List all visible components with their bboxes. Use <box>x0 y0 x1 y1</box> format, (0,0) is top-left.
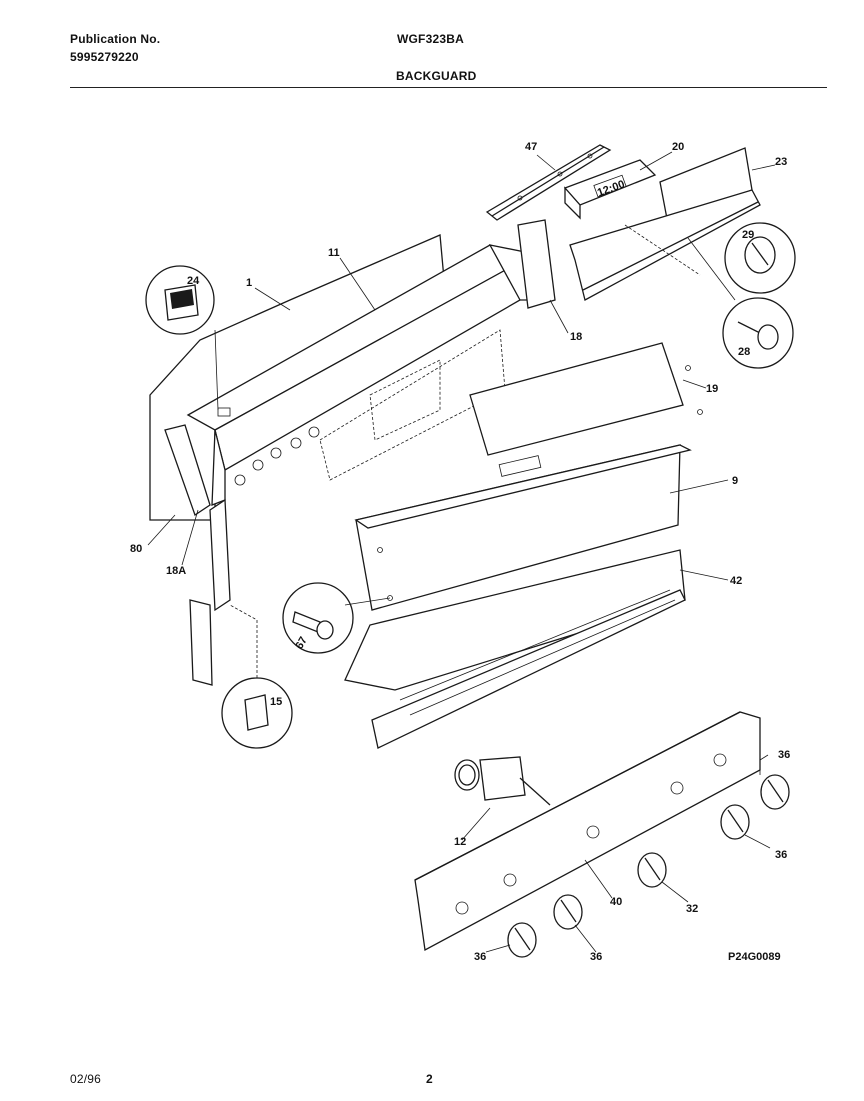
section-title: BACKGUARD <box>396 69 477 83</box>
callout-29-knob <box>724 222 796 294</box>
panel-19 <box>469 342 703 456</box>
label-36-bottom-left: 36 <box>474 951 486 963</box>
callout-67-screw <box>282 582 391 654</box>
label-67: 67 <box>293 635 310 652</box>
label-11: 11 <box>328 247 340 259</box>
endcap-18 <box>517 219 556 309</box>
knob-32 <box>637 852 667 888</box>
label-29: 29 <box>742 229 754 241</box>
label-80: 80 <box>130 543 142 555</box>
model-number: WGF323BA <box>397 32 464 46</box>
label-42: 42 <box>730 575 742 587</box>
header-rule <box>70 87 827 88</box>
publication-number: 5995279220 <box>70 50 139 64</box>
vent-trim-42 <box>344 549 686 749</box>
publication-label: Publication No. <box>70 32 161 46</box>
clock-20: 12:00 <box>563 159 657 220</box>
callout-28-screw <box>687 237 794 369</box>
control-backer-40 <box>414 711 761 952</box>
label-36-bottom-right: 36 <box>590 951 602 963</box>
label-18: 18 <box>570 331 582 343</box>
knob-36-a <box>760 774 790 810</box>
knob-36-d <box>507 922 537 958</box>
bracket-47 <box>485 144 612 221</box>
label-12: 12 <box>454 836 466 848</box>
callout-24-switch <box>145 265 219 411</box>
endcap-18A <box>164 424 213 686</box>
footer-date: 02/96 <box>70 1072 102 1086</box>
label-40: 40 <box>610 896 622 908</box>
label-47: 47 <box>525 141 537 153</box>
backguard-housing-11 <box>149 234 546 612</box>
label-18A: 18A <box>166 565 186 577</box>
label-28: 28 <box>738 346 750 358</box>
label-32: 32 <box>686 903 698 915</box>
knob-36-b <box>720 804 750 840</box>
footer-page: 2 <box>426 1072 433 1086</box>
label-36-right: 36 <box>775 849 787 861</box>
label-15: 15 <box>270 696 282 708</box>
knob-36-c <box>553 894 583 930</box>
label-20: 20 <box>672 141 684 153</box>
label-36-top: 36 <box>778 749 790 761</box>
diagram-code: P24G0089 <box>728 951 781 963</box>
label-24: 24 <box>187 275 200 287</box>
leader-lines <box>147 151 776 953</box>
label-19: 19 <box>706 383 718 395</box>
thermostat-12 <box>454 756 551 806</box>
label-23: 23 <box>775 156 787 168</box>
panel-23 <box>569 147 761 301</box>
part-labels: 47 20 23 11 1 24 29 18 28 19 9 80 18A 42… <box>130 141 790 963</box>
callout-15-clip <box>221 604 293 749</box>
label-9: 9 <box>732 475 738 487</box>
control-panel-9 <box>354 444 692 611</box>
label-1: 1 <box>246 277 252 289</box>
